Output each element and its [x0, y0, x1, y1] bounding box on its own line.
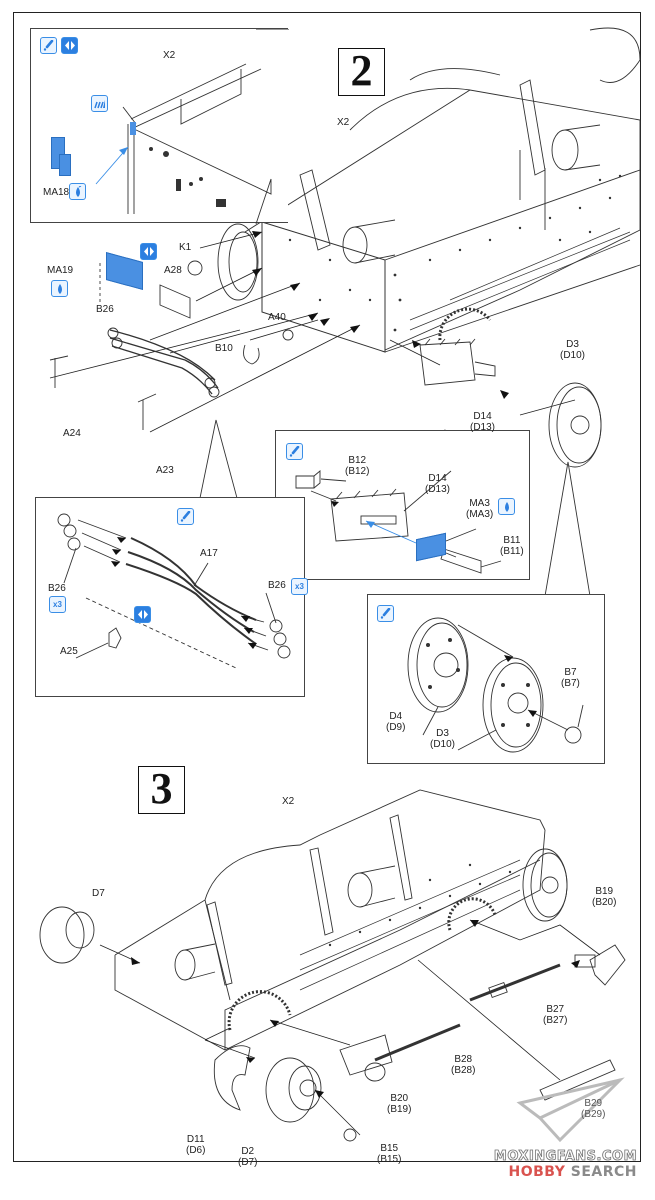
step-number-3: 3 [138, 766, 185, 814]
part-label-b12: B12 (B12) [345, 455, 370, 477]
part-label-b29: B29 (B29) [581, 1098, 606, 1120]
callout-bogie [275, 430, 530, 580]
part-label-k1: K1 [179, 242, 192, 253]
part-label-a17: A17 [200, 548, 218, 559]
step-number-2: 2 [338, 48, 385, 96]
repeat-x3-icon: x3 [291, 578, 308, 595]
step3-hull-drawing [39, 789, 626, 1142]
step3-arrows [131, 920, 580, 1098]
ma18-photo-etch-part-lower [59, 154, 71, 176]
repeat-x3-icon: x3 [49, 596, 66, 613]
part-label-a25: A25 [60, 646, 78, 657]
glue-icon [40, 37, 57, 54]
part-label-b26-left: B26 [48, 583, 66, 594]
step2-hull-drawing [217, 27, 641, 353]
part-label-d3-callout: D3 (D10) [430, 728, 456, 750]
glue-icon [377, 605, 394, 622]
part-label-ma18: MA18 [43, 187, 70, 198]
part-label-x2-callout: X2 [163, 50, 176, 61]
part-label-b27: B27 (B27) [543, 1004, 568, 1026]
part-label-b10: B10 [215, 343, 233, 354]
callout-cables [35, 497, 305, 697]
part-label-a28: A28 [164, 265, 182, 276]
part-label-ma3: MA3 (MA3) [466, 498, 494, 520]
glue-icon [286, 443, 303, 460]
water-dip-icon [51, 280, 68, 297]
part-label-b15: B15 (B15) [377, 1143, 402, 1165]
part-label-a24: A24 [63, 428, 81, 439]
cable-detail-drawing [57, 513, 291, 669]
part-label-b26: B26 [96, 304, 114, 315]
part-label-b19: B19 (B20) [592, 886, 617, 908]
mirror-parts-icon [134, 606, 151, 623]
part-label-d14-main: D14 (D13) [470, 411, 496, 433]
watermark-plane-logo [516, 1077, 625, 1143]
part-label-d14-callout: D14 (D13) [425, 473, 451, 495]
watermark-brand: HOBBY SEARCH [494, 1164, 637, 1180]
glue-icon [177, 508, 194, 525]
step3-assembly-lines [99, 919, 601, 1136]
repeat-count-label: x3 [53, 600, 62, 609]
ma18-target-highlight [130, 122, 136, 135]
part-label-x2-step3: X2 [282, 796, 295, 807]
water-dip-icon [498, 498, 515, 515]
part-label-a23: A23 [156, 465, 174, 476]
bogie-detail-drawing [295, 470, 502, 574]
step2-arrows [252, 231, 509, 399]
part-label-b28: B28 (B28) [451, 1054, 476, 1076]
part-label-a40: A40 [268, 312, 286, 323]
part-label-x2: X2 [337, 117, 350, 128]
part-label-b11: B11 (B11) [500, 535, 524, 557]
hull-detail-drawing [95, 29, 289, 224]
step2-parts [49, 260, 602, 468]
watermark-site: MOXINGFANS.COM [493, 1149, 637, 1165]
part-label-d7: D7 [92, 888, 105, 899]
mirror-parts-icon [61, 37, 78, 54]
part-label-b7: B7 (B7) [561, 667, 580, 689]
part-label-ma19: MA19 [47, 265, 74, 276]
part-label-d2: D2 (D7) [238, 1146, 258, 1168]
watermark-brand-hobby: HOBBY [508, 1164, 566, 1180]
part-label-d3-main: D3 (D10) [560, 339, 586, 361]
part-label-d4: D4 (D9) [386, 711, 406, 733]
part-label-b20: B20 (B19) [387, 1093, 412, 1115]
wheel-detail-drawing [407, 617, 584, 753]
part-label-b26-right: B26 [268, 580, 286, 591]
page-frame [13, 12, 641, 1162]
step2-assembly-lines [49, 231, 576, 433]
callout-wheel [367, 594, 605, 764]
mirror-parts-icon [140, 243, 157, 260]
repeat-count-label: x3 [295, 582, 304, 591]
watermark: MOXINGFANS.COM HOBBY SEARCH [494, 1149, 637, 1180]
water-dip-icon [69, 183, 86, 200]
photo-etch-icon [91, 95, 108, 112]
watermark-brand-search: SEARCH [565, 1164, 637, 1180]
part-label-d11: D11 (D6) [186, 1134, 206, 1156]
